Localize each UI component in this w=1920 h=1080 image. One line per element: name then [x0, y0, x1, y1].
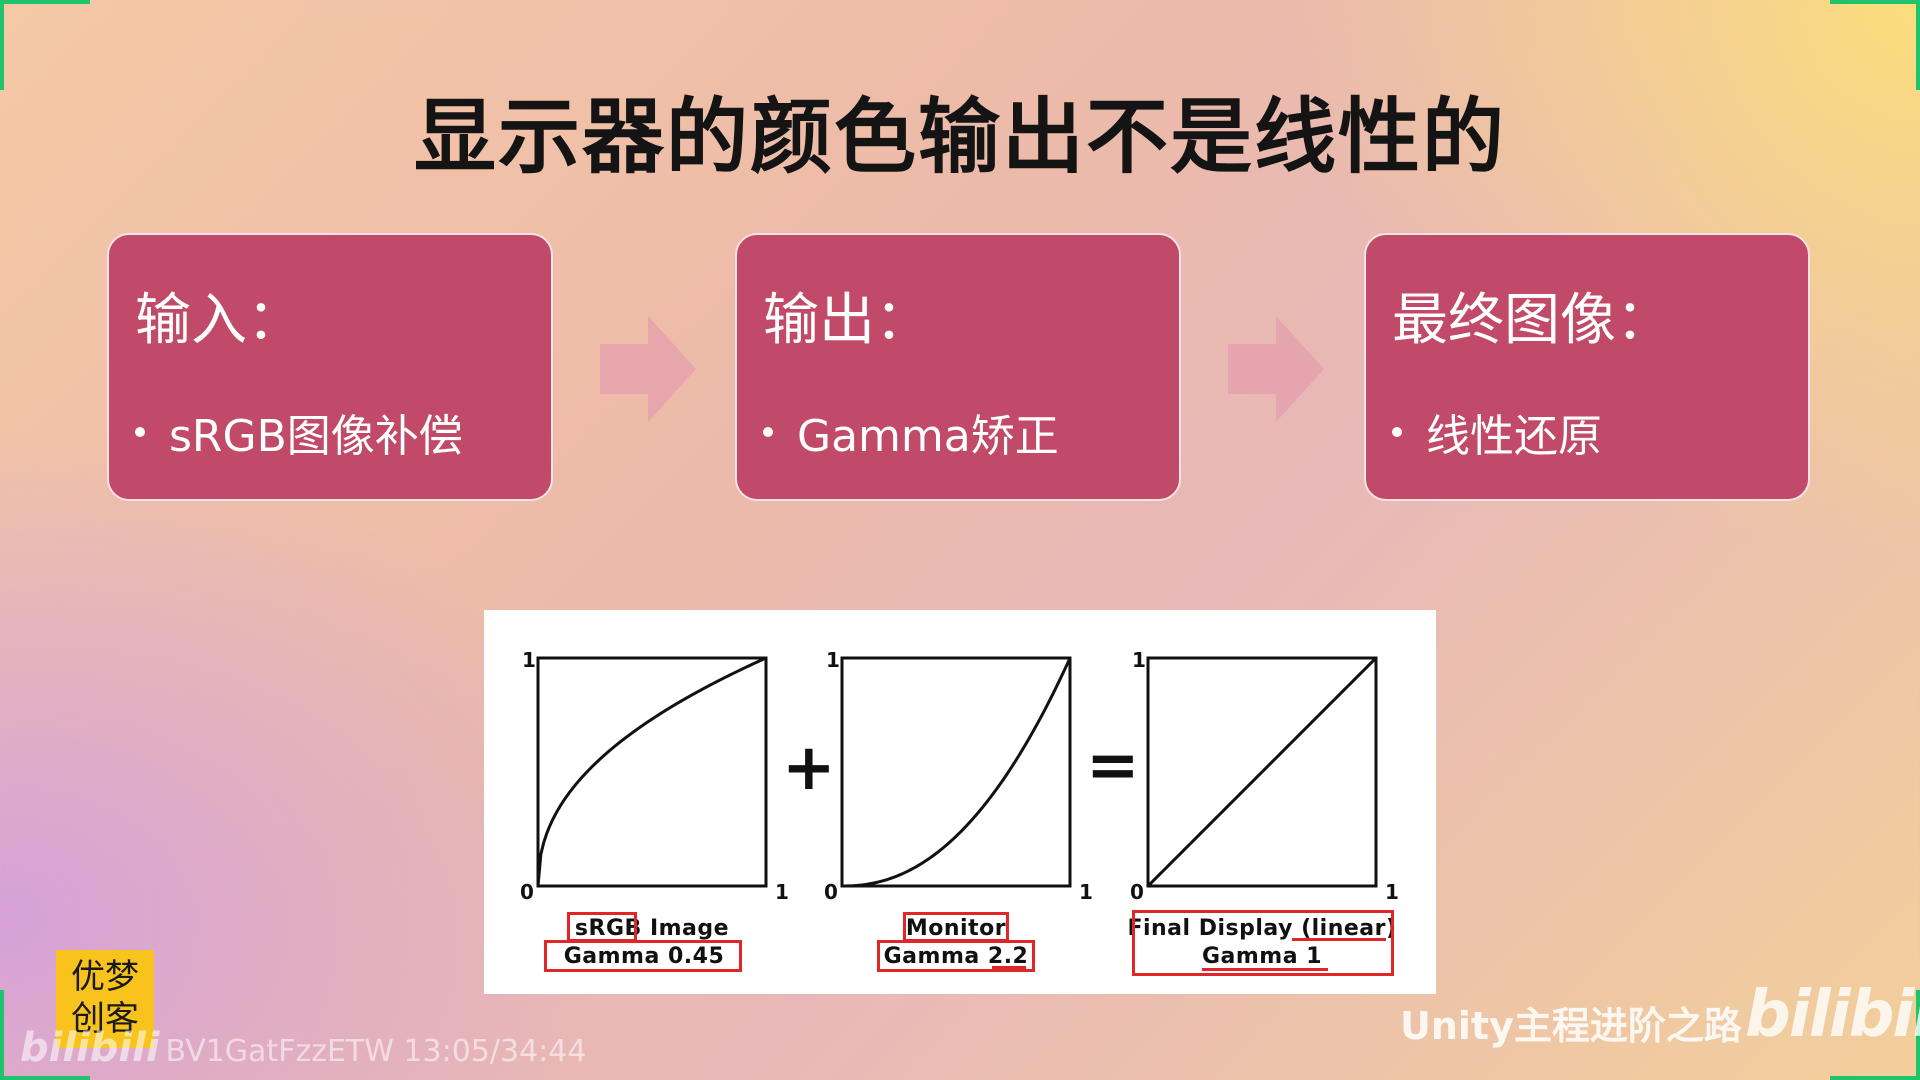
caption-srgb-line2: Gamma 0.45: [563, 944, 725, 969]
corner-mark-br-h: [1830, 1076, 1920, 1080]
gamma-figure: 1 0 1 + 1 0 1 = 1 0 1 sRGB Image Gamma 0…: [484, 610, 1436, 994]
tick-max-y: 1: [1132, 648, 1146, 672]
card-output: 输出： Gamma矫正: [735, 233, 1181, 501]
highlight-box-final: [1132, 910, 1394, 976]
corner-mark-bl-h: [0, 1076, 90, 1080]
slide-title: 显示器的颜色输出不是线性的: [413, 90, 1506, 185]
highlight-box-gamma-22: [877, 940, 1035, 972]
corner-mark-tr-v: [1916, 0, 1920, 90]
brand-logo-line1: 优梦: [71, 957, 139, 997]
highlight-underline-22: [992, 966, 1026, 969]
brand-logo-line2: 创客: [71, 999, 139, 1039]
tick-min: 0: [1130, 880, 1144, 904]
plus-sign: +: [782, 731, 836, 805]
highlight-box-gamma-045: [544, 940, 742, 972]
watermark-text: BV1GatFzzETW 13:05/34:44: [165, 1034, 587, 1069]
arrow-right-icon: [600, 316, 696, 422]
highlight-box-monitor: [903, 912, 1009, 942]
tick-max-y: 1: [522, 648, 536, 672]
arrow-right-icon: [1228, 316, 1324, 422]
brand-logo: 优梦 创客: [56, 950, 154, 1048]
card-final-bullet: 线性还原: [1392, 400, 1602, 464]
card-input: 输入： sRGB图像补偿: [107, 233, 553, 501]
tick-max-x: 1: [775, 880, 789, 904]
corner-mark-bl-v: [0, 990, 4, 1080]
bullet-dot: [763, 427, 773, 437]
caption-final-line2: Gamma 1: [1201, 944, 1323, 969]
equals-sign: =: [1086, 729, 1140, 803]
caption-monitor-line1: Monitor: [905, 916, 1007, 941]
bullet-dot: [1392, 427, 1402, 437]
card-input-bullet: sRGB图像补偿: [135, 400, 463, 464]
card-input-title: 输入：: [135, 288, 303, 353]
card-output-bullet: Gamma矫正: [763, 400, 1059, 464]
card-final-image: 最终图像： 线性还原: [1364, 233, 1810, 501]
corner-mark-tl-v: [0, 0, 4, 90]
card-output-title: 输出：: [763, 288, 931, 353]
platform-logo: bilibili: [1745, 978, 1920, 1052]
highlight-box-srgb: [567, 912, 637, 942]
caption-monitor-line2: Gamma 2.2: [883, 944, 1029, 969]
corner-mark-tl-h: [0, 0, 90, 4]
tick-max-y: 1: [826, 648, 840, 672]
curve-monitor: [841, 657, 1072, 888]
graph-final: [1146, 656, 1378, 888]
card-final-title: 最终图像：: [1392, 288, 1672, 353]
tick-max-x: 1: [1079, 880, 1093, 904]
card-final-bullet-text: 线性还原: [1426, 411, 1602, 462]
tick-max-x: 1: [1385, 880, 1399, 904]
corner-mark-tr-h: [1830, 0, 1920, 4]
curve-final: [1146, 656, 1378, 888]
card-output-bullet-text: Gamma矫正: [797, 411, 1059, 462]
watermark-logo: bilibili: [20, 1025, 160, 1071]
corner-mark-br-v: [1916, 990, 1920, 1080]
highlight-underline-gamma1: [1202, 968, 1328, 971]
caption-final-line1: Final Display (linear): [1127, 916, 1397, 941]
curve-srgb: [536, 656, 767, 887]
caption-srgb-line1: sRGB Image: [574, 916, 730, 941]
bullet-dot: [135, 427, 145, 437]
highlight-underline-linear: [1292, 938, 1386, 941]
card-input-bullet-text: sRGB图像补偿: [169, 411, 463, 462]
channel-name: Unity主程进阶之路: [1400, 1004, 1742, 1048]
tick-min: 0: [520, 880, 534, 904]
tick-min: 0: [824, 880, 838, 904]
graph-srgb: [536, 656, 768, 888]
graph-monitor: [840, 656, 1072, 888]
